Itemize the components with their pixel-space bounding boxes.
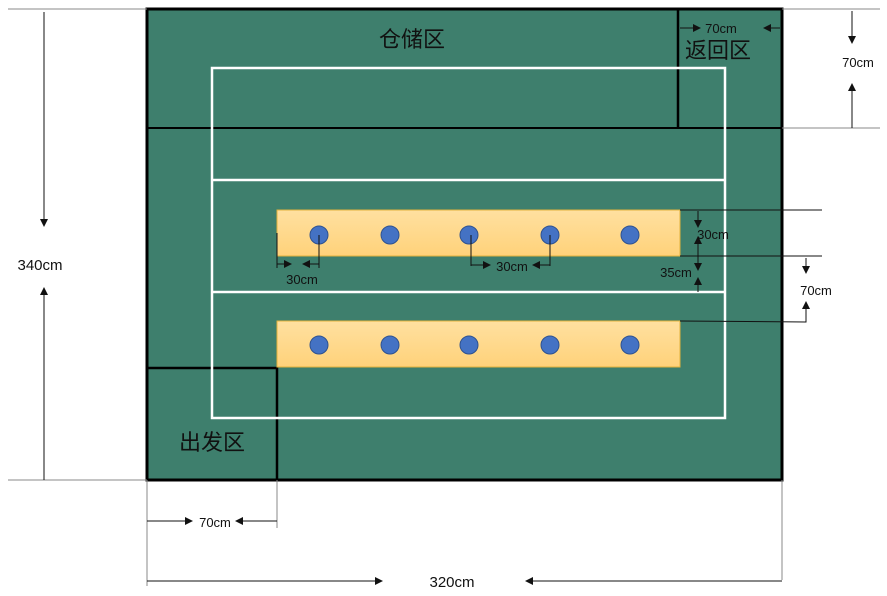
item-dot xyxy=(459,225,479,245)
item-dot xyxy=(380,335,400,355)
bar-pitch-label: 70cm xyxy=(800,283,832,298)
bar-gap-label: 35cm xyxy=(660,265,692,280)
return-zone-height-label: 70cm xyxy=(842,55,874,70)
return-zone-label: 返回区 xyxy=(685,39,751,64)
dots-group xyxy=(309,225,640,355)
bar-height-label: 30cm xyxy=(697,227,729,242)
total-height-label: 340cm xyxy=(17,257,62,274)
start-zone-label: 出发区 xyxy=(179,431,245,456)
total-width-label: 320cm xyxy=(429,574,474,591)
dot-spacing-label: 30cm xyxy=(496,259,528,274)
item-bar-2 xyxy=(276,320,681,368)
item-dot xyxy=(380,225,400,245)
item-dot xyxy=(620,225,640,245)
item-bar-1 xyxy=(276,209,681,257)
return-zone-width-label: 70cm xyxy=(705,21,737,36)
start-zone-border xyxy=(147,366,279,480)
start-zone-width-label: 70cm xyxy=(199,515,231,530)
first-dot-offset-label: 30cm xyxy=(286,272,318,287)
item-dot xyxy=(309,335,329,355)
item-dot xyxy=(620,335,640,355)
track-outline xyxy=(210,66,727,420)
item-dot xyxy=(540,335,560,355)
item-dot xyxy=(459,335,479,355)
storage-zone-label: 仓储区 xyxy=(379,28,445,53)
